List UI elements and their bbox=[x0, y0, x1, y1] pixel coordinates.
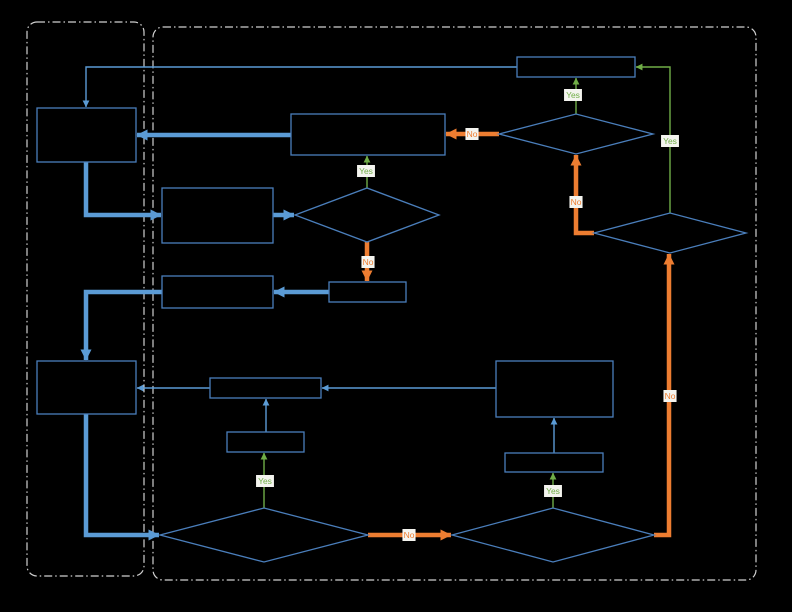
node-decision-bottom-right[interactable] bbox=[449, 507, 657, 563]
node-box-main-upper[interactable] bbox=[290, 113, 446, 156]
container-lane-left[interactable] bbox=[26, 21, 145, 577]
node-box-small-lower[interactable] bbox=[226, 431, 305, 453]
edge-label-decision-bl-no: No bbox=[402, 529, 416, 541]
edge-label-text: No bbox=[571, 197, 582, 207]
edge-label-text: No bbox=[665, 391, 676, 401]
node-box-right-big[interactable] bbox=[495, 360, 614, 418]
edge-label-bg bbox=[361, 256, 375, 268]
connector-step-b-to-left-lower[interactable] bbox=[80, 289, 162, 361]
edge-label-decision-ts-yes: Yes bbox=[661, 135, 679, 147]
edge-label-bg bbox=[661, 135, 679, 147]
edge-label-decision-br-yes: Yes bbox=[544, 485, 562, 497]
connector-left-lower-to-decision[interactable] bbox=[83, 414, 160, 541]
edge-label-text: Yes bbox=[546, 486, 560, 496]
connector-decision-ts-yes[interactable] bbox=[635, 63, 671, 213]
node-box-lane-left-lower[interactable] bbox=[36, 360, 137, 415]
edge-label-bg bbox=[402, 529, 416, 541]
edge-label-text: Yes bbox=[566, 90, 580, 100]
node-decision-bottom-left[interactable] bbox=[157, 507, 371, 563]
edge-label-decision-mid-yes: Yes bbox=[357, 165, 375, 177]
connector-decision-ts-no[interactable] bbox=[570, 154, 594, 236]
edge-label-bg bbox=[564, 89, 582, 101]
node-box-top-right[interactable] bbox=[516, 56, 636, 78]
edge-label-decision-bl-yes: Yes bbox=[256, 475, 274, 487]
edge-label-bg bbox=[256, 475, 274, 487]
connector-top-to-left-upper[interactable] bbox=[82, 66, 517, 108]
edge-label-text: Yes bbox=[359, 166, 373, 176]
edge-label-bg bbox=[357, 165, 375, 177]
node-box-right-small[interactable] bbox=[504, 452, 604, 473]
edge-label-text: No bbox=[404, 530, 415, 540]
connector-left-upper-to-step-a[interactable] bbox=[83, 162, 162, 221]
edge-label-decision-br-no: No bbox=[663, 390, 677, 402]
node-decision-top-second[interactable] bbox=[591, 212, 749, 254]
connector-layer bbox=[80, 63, 675, 541]
edge-label-bg bbox=[544, 485, 562, 497]
edge-label-decision-mid-no: No bbox=[361, 256, 375, 268]
connector-decision-br-no[interactable] bbox=[654, 253, 675, 538]
edge-label-decision-tf-yes: Yes bbox=[564, 89, 582, 101]
edge-label-text: Yes bbox=[258, 476, 272, 486]
edge-label-bg bbox=[663, 390, 677, 402]
edge-label-text: Yes bbox=[663, 136, 677, 146]
node-box-step-b[interactable] bbox=[161, 275, 274, 309]
node-box-small-mid[interactable] bbox=[328, 281, 407, 303]
node-box-wide-lower[interactable] bbox=[209, 377, 322, 399]
node-box-step-a[interactable] bbox=[161, 187, 274, 244]
edge-label-decision-ts-no: No bbox=[569, 196, 583, 208]
node-layer bbox=[36, 56, 749, 563]
edge-label-decision-tf-no: No bbox=[465, 128, 479, 140]
edge-label-bg bbox=[465, 128, 479, 140]
node-decision-top-first[interactable] bbox=[496, 113, 656, 155]
swimlane-layer bbox=[26, 21, 757, 581]
node-decision-mid[interactable] bbox=[293, 187, 441, 243]
edge-label-text: No bbox=[467, 129, 478, 139]
edge-label-text: No bbox=[363, 257, 374, 267]
edge-label-bg bbox=[569, 196, 583, 208]
node-box-lane-left-upper[interactable] bbox=[36, 107, 137, 163]
container-lane-main[interactable] bbox=[152, 26, 757, 581]
